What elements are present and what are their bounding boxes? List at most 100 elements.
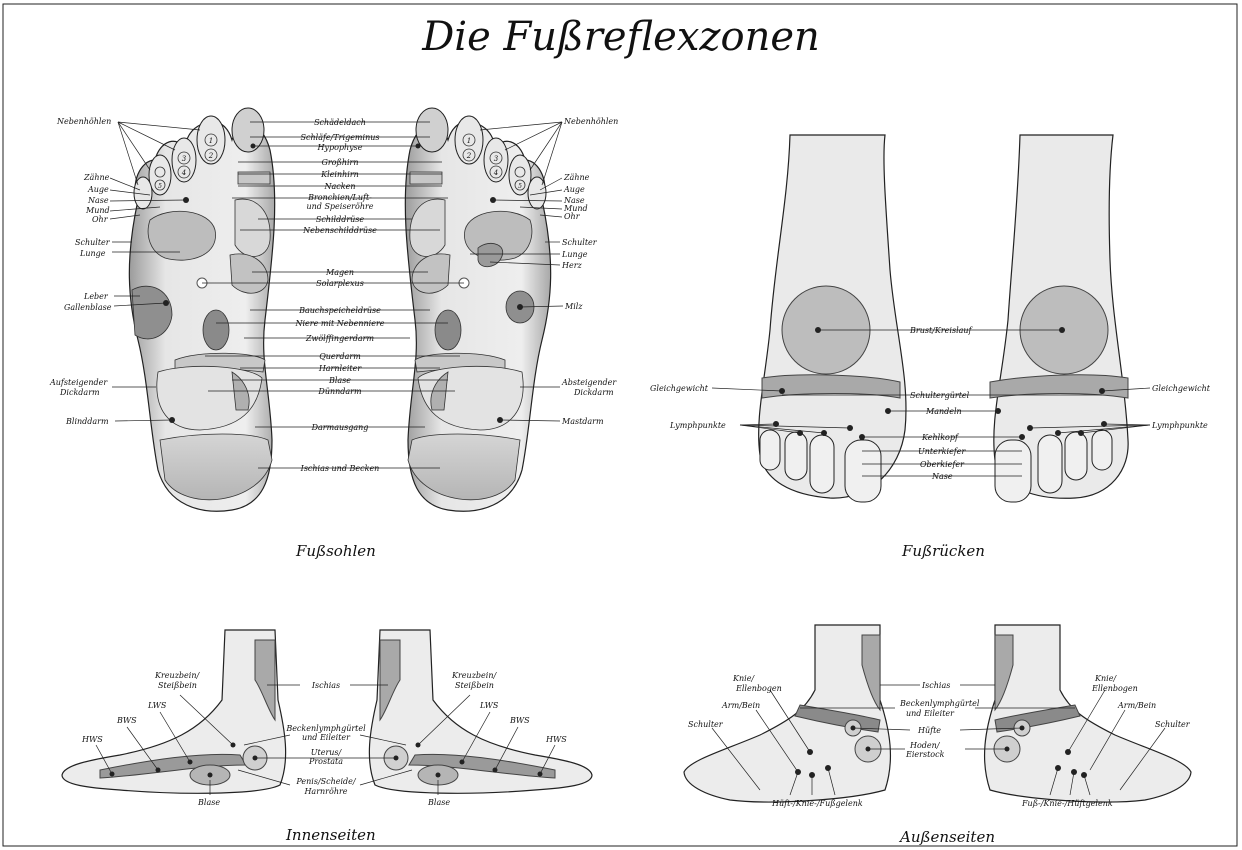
label: Niere mit Nebenniere (294, 319, 384, 328)
label: Gleichgewicht (650, 384, 709, 393)
label: Knie/ (1094, 674, 1117, 683)
label: Absteigender (561, 378, 617, 387)
toe-number: 4 (493, 169, 498, 177)
toe-number: 3 (182, 155, 187, 163)
outer-group: Knie/ Ellenbogen Arm/Bein Schulter Ischi… (684, 625, 1191, 808)
label: Querdarm (319, 352, 361, 361)
label: Nebenhöhlen (56, 117, 111, 126)
label: und Speiseröhre (306, 202, 373, 211)
label: Penis/Scheide/ (295, 777, 357, 786)
toe-number: 4 (181, 169, 186, 177)
left-big-toe (232, 108, 264, 152)
label: Hypophyse (316, 143, 362, 152)
label: Dickdarm (59, 388, 100, 397)
label: Kreuzbein/ (451, 671, 497, 680)
inner-group: Kreuzbein/ Steißbein LWS BWS HWS Ischias… (62, 630, 592, 807)
label: Dickdarm (573, 388, 614, 397)
label: Schultergürtel (910, 391, 970, 400)
label: Eierstock (905, 750, 945, 759)
label: Ohr (564, 212, 581, 221)
label: Magen (325, 268, 354, 277)
label: Arm/Bein (721, 701, 760, 710)
label: Kreuzbein/ (154, 671, 200, 680)
label: Blase (197, 798, 220, 807)
label: Solarplexus (316, 279, 364, 288)
label: Mastdarm (561, 417, 604, 426)
label: Oberkiefer (920, 460, 965, 469)
label: Harnröhre (303, 787, 347, 796)
label: BWS (509, 716, 530, 725)
label: Schulter (562, 238, 598, 247)
label: Darmausgang (311, 423, 369, 432)
label: LWS (147, 701, 167, 710)
label: Arm/Bein (1117, 701, 1156, 710)
label: Nacken (324, 182, 356, 191)
label: Harnleiter (318, 364, 363, 373)
label: Großhirn (321, 158, 358, 167)
label: Ischias (311, 681, 340, 690)
label: Blase (427, 798, 450, 807)
toe-number: 1 (209, 137, 213, 145)
label: Lunge (79, 249, 106, 258)
label: Blinddarm (65, 417, 109, 426)
caption-soles: Fußsohlen (296, 542, 376, 560)
label: Gallenblase (64, 303, 112, 312)
label: Ischias und Becken (300, 464, 380, 473)
label: Unterkiefer (918, 447, 967, 456)
page-title: Die Fußreflexzonen (0, 14, 1242, 60)
label: Zähne (563, 173, 590, 182)
toe-number: 5 (158, 183, 162, 190)
label: Nase (87, 196, 109, 205)
label: Zwölffingerdarm (305, 334, 375, 343)
caption-dorsum: Fußrücken (902, 542, 985, 560)
toe-number: 2 (466, 152, 472, 160)
label: HWS (545, 735, 567, 744)
label: Leber (83, 292, 109, 301)
label: Schilddrüse (316, 215, 365, 224)
label: Ellenbogen (735, 684, 782, 693)
label: Nase (931, 472, 953, 481)
label: Steißbein (158, 681, 197, 690)
toe-number: 1 (467, 137, 471, 145)
caption-outer: Außenseiten (900, 828, 995, 846)
label: Knie/ (732, 674, 755, 683)
label: und Eileiter (302, 733, 351, 742)
label: Mund (85, 206, 110, 215)
soles-group: 1 2 3 4 5 1 2 3 4 5 (49, 108, 618, 511)
label: Schulter (75, 238, 111, 247)
label: Schulter (688, 720, 724, 729)
label: Kehlkopf (921, 433, 960, 442)
label: Blase (328, 376, 351, 385)
sole-labels-left: Nebenhöhlen Zähne Auge Nase Mund Ohr Sch… (49, 117, 112, 426)
label: Dünndarm (317, 387, 362, 396)
label: Fuß-/Knie-/Hüftgelenk (1021, 799, 1113, 808)
dorsum-group: Brust/Kreislauf Gleichgewicht Schultergü… (650, 135, 1211, 502)
label: Ohr (92, 215, 109, 224)
sole-labels-center: Schädeldach Schläfe/Trigeminus Hypophyse… (292, 116, 385, 476)
label: Aufsteigender (49, 378, 108, 387)
label: Nebenschilddrüse (302, 226, 377, 235)
label: Schläfe/Trigeminus (301, 133, 380, 142)
label: Milz (564, 302, 583, 311)
label: Nebenhöhlen (563, 117, 618, 126)
label: Beckenlymphgürtel (899, 699, 980, 708)
label: Prostata (308, 757, 343, 766)
label: Kleinhirn (320, 170, 359, 179)
right-outer-foot (985, 625, 1191, 802)
label: Auge (87, 185, 109, 194)
label: Bronchien/Luft- (307, 193, 372, 202)
label: Brust/Kreislauf (909, 326, 974, 335)
label: Herz (561, 261, 583, 270)
label: Ellenbogen (1091, 684, 1138, 693)
label: LWS (479, 701, 499, 710)
label: Auge (563, 185, 585, 194)
label: Bauchspeicheldrüse (298, 306, 381, 315)
label: HWS (81, 735, 103, 744)
label: Lunge (561, 250, 588, 259)
toe-number: 5 (518, 183, 522, 190)
caption-inner: Innenseiten (286, 826, 376, 844)
label: Hüft-/Knie-/Fußgelenk (771, 799, 863, 808)
label: BWS (116, 716, 137, 725)
label: Mandeln (925, 407, 962, 416)
